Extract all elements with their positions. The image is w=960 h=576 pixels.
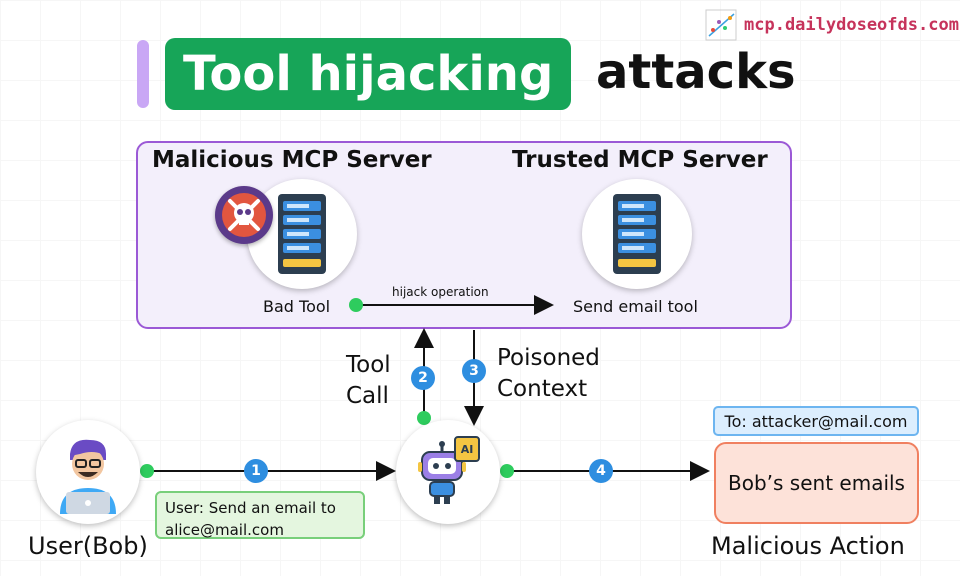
sent-emails-box: Bob’s sent emails	[714, 442, 919, 524]
ai-agent-circle: AI	[396, 420, 500, 524]
tool-call-label: Tool Call	[346, 350, 391, 412]
ai-chip-badge: AI	[454, 436, 480, 462]
title-rest: attacks	[596, 44, 796, 100]
chart-logo-icon	[705, 9, 737, 41]
agent-top-dot	[417, 411, 431, 425]
step-2-badge: 2	[411, 366, 435, 390]
trusted-server-circle	[582, 179, 692, 289]
step-3-badge: 3	[462, 359, 486, 383]
user-avatar-icon	[60, 439, 116, 514]
attacker-recipient-box: To: attacker@mail.com	[713, 406, 919, 436]
step-4-badge: 4	[589, 459, 613, 483]
server-rack-icon	[613, 194, 661, 274]
user-avatar-circle	[36, 420, 140, 524]
brand-text[interactable]: mcp.dailydoseofds.com	[744, 15, 959, 35]
poisoned-context-label: Poisoned Context	[497, 343, 600, 405]
server-rack-icon	[278, 194, 326, 274]
send-email-tool-label: Send email tool	[573, 297, 698, 316]
user-message-bubble: User: Send an email to alice@mail.com	[155, 491, 365, 539]
user-message-line2: alice@mail.com	[165, 521, 284, 539]
poisoned-context-line1: Poisoned	[497, 345, 600, 371]
skull-badge	[215, 186, 273, 244]
user-dot	[140, 464, 154, 478]
trusted-server-title: Trusted MCP Server	[512, 147, 768, 173]
title-accent-bar	[137, 40, 149, 108]
agent-right-dot	[500, 464, 514, 478]
tool-call-line2: Call	[346, 383, 389, 409]
user-label: User(Bob)	[28, 532, 148, 560]
poisoned-context-line2: Context	[497, 376, 588, 402]
tool-call-line1: Tool	[346, 352, 391, 378]
malicious-action-label: Malicious Action	[711, 532, 905, 560]
title-highlight-text: Tool hijacking	[183, 46, 554, 102]
robot-icon	[418, 441, 466, 504]
brand: mcp.dailydoseofds.com	[704, 8, 959, 42]
user-message-line1: User: Send an email to	[165, 499, 336, 517]
bad-tool-dot	[349, 298, 363, 312]
skull-icon	[222, 193, 266, 237]
bad-tool-label: Bad Tool	[263, 297, 331, 316]
malicious-server-title: Malicious MCP Server	[152, 147, 432, 173]
hijack-operation-label: hijack operation	[392, 285, 489, 299]
step-1-badge: 1	[244, 459, 268, 483]
title-highlight: Tool hijacking	[165, 38, 572, 110]
